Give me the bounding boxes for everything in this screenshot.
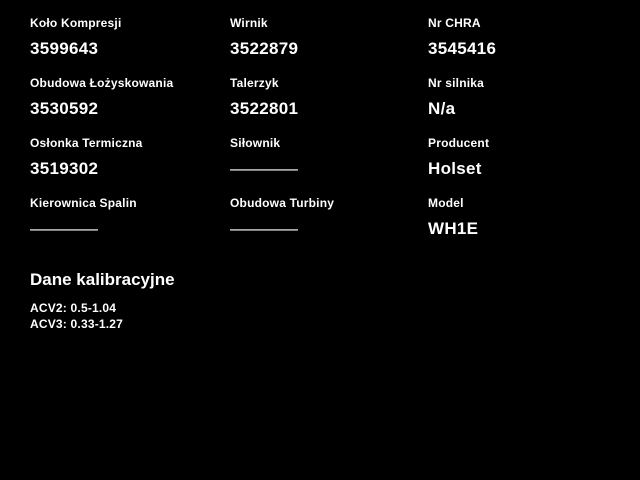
part-label: Siłownik — [230, 136, 281, 150]
part-value: 3519302 — [30, 159, 99, 178]
calibration-line-acv2: ACV2: 0.5-1.04 — [30, 301, 117, 315]
calibration-section: Dane kalibracyjne ACV2: 0.5-1.04 ACV3: 0… — [30, 269, 640, 332]
part-value: 3530592 — [30, 99, 99, 118]
part-cell: Producent Holset — [428, 136, 640, 196]
part-label: Wirnik — [230, 16, 268, 30]
part-label: Model — [428, 196, 464, 210]
part-value: WH1E — [428, 219, 479, 238]
part-label: Obudowa Turbiny — [230, 196, 335, 210]
part-cell: Talerzyk 3522801 — [230, 76, 428, 136]
part-value: Holset — [428, 159, 482, 178]
part-value: 3545416 — [428, 39, 497, 58]
part-value: 3599643 — [30, 39, 99, 58]
part-label: Talerzyk — [230, 76, 279, 90]
part-label: Koło Kompresji — [30, 16, 122, 30]
part-label: Kierownica Spalin — [30, 196, 137, 210]
part-cell: Osłonka Termiczna 3519302 — [30, 136, 230, 196]
part-value-missing: ———— — [30, 219, 98, 238]
part-cell: Obudowa Łożyskowania 3530592 — [30, 76, 230, 136]
part-label: Osłonka Termiczna — [30, 136, 143, 150]
part-value-missing: ———— — [230, 219, 298, 238]
part-label: Nr CHRA — [428, 16, 481, 30]
part-value-missing: ———— — [230, 159, 298, 178]
part-cell: Nr silnika N/a — [428, 76, 640, 136]
part-label: Nr silnika — [428, 76, 485, 90]
part-cell: Obudowa Turbiny ———— — [230, 196, 428, 256]
part-cell: Model WH1E — [428, 196, 640, 256]
part-cell: Koło Kompresji 3599643 — [30, 16, 230, 76]
part-label: Obudowa Łożyskowania — [30, 76, 174, 90]
calibration-lines: ACV2: 0.5-1.04 ACV3: 0.33-1.27 — [30, 300, 640, 332]
part-value: N/a — [428, 99, 456, 118]
calibration-line-acv3: ACV3: 0.33-1.27 — [30, 317, 124, 331]
parts-grid: Koło Kompresji 3599643 Wirnik 3522879 Nr… — [30, 16, 640, 256]
part-value: 3522801 — [230, 99, 299, 118]
part-value: 3522879 — [230, 39, 299, 58]
part-cell: Wirnik 3522879 — [230, 16, 428, 76]
part-label: Producent — [428, 136, 490, 150]
part-cell: Nr CHRA 3545416 — [428, 16, 640, 76]
part-cell: Siłownik ———— — [230, 136, 428, 196]
calibration-title: Dane kalibracyjne — [30, 270, 175, 289]
part-cell: Kierownica Spalin ———— — [30, 196, 230, 256]
